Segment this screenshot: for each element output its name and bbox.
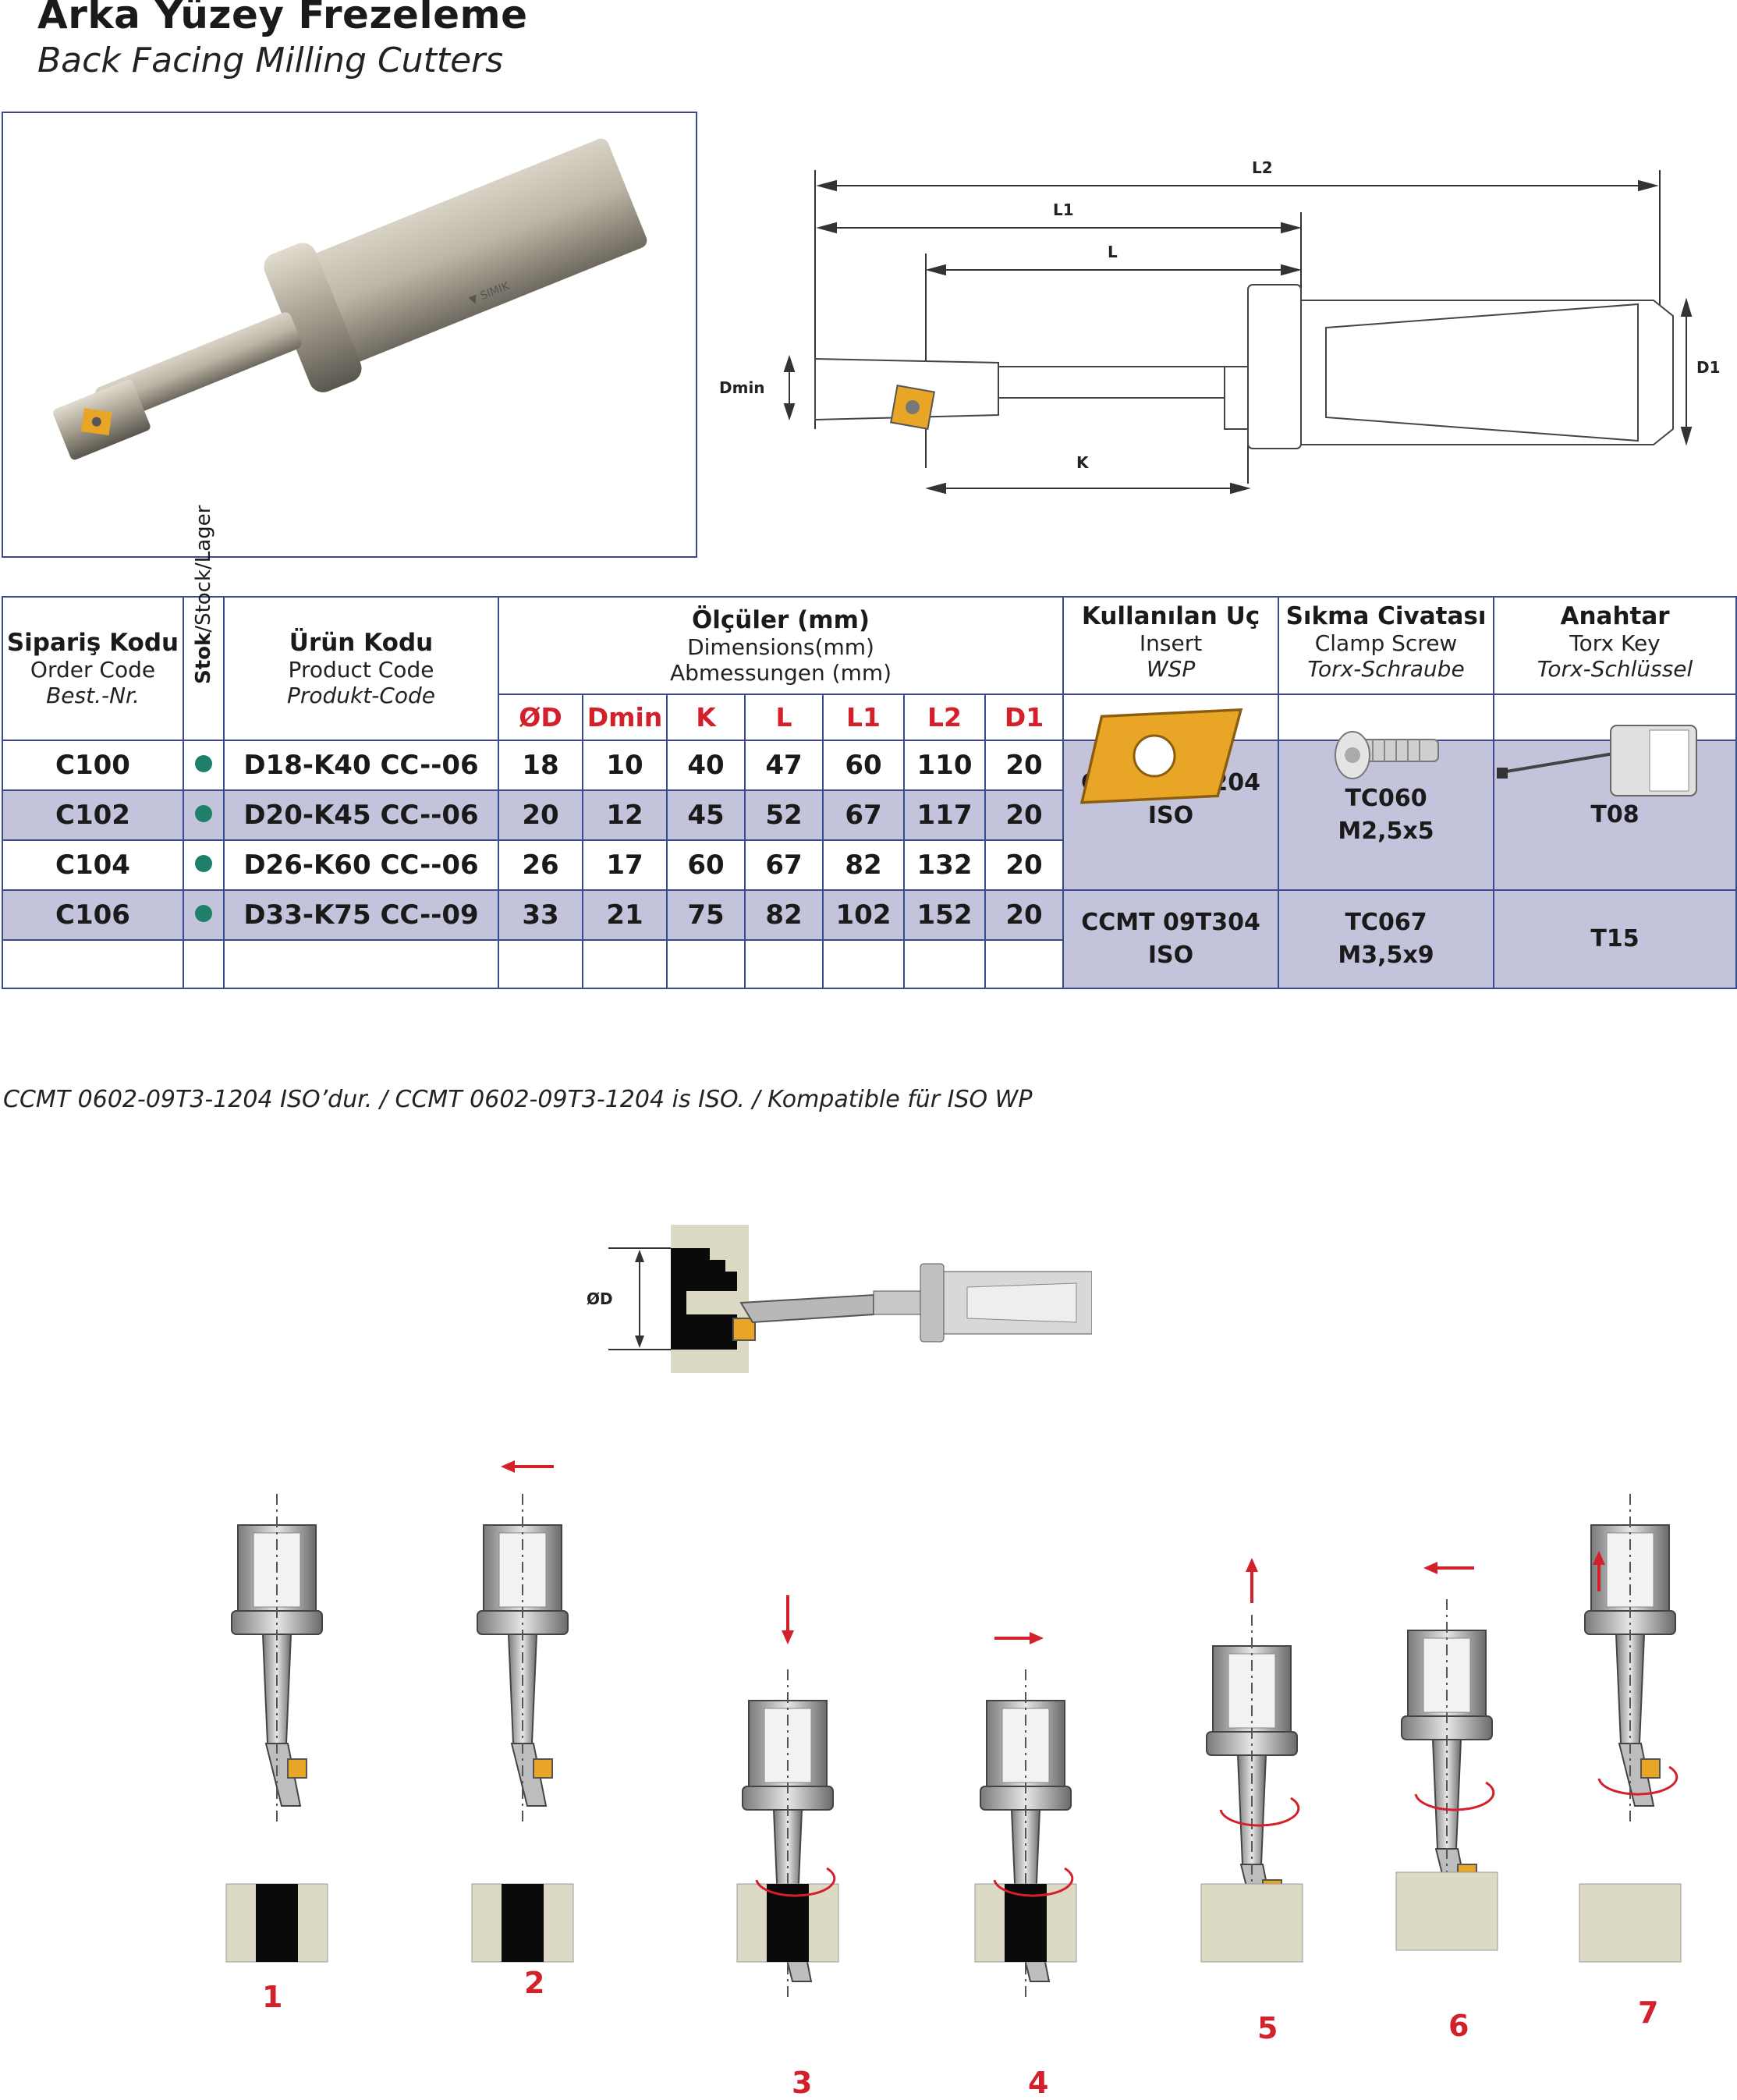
footnote: CCMT 0602-09T3-1204 ISO’dur. / CCMT 0602… [3, 1086, 1033, 1113]
page-subtitle: Back Facing Milling Cutters [37, 41, 504, 80]
torx-key-icon [1497, 725, 1697, 796]
header-dimensions: Ölçüler (mm) Dimensions(mm) Abmessungen … [497, 596, 1065, 695]
spec-table: Sipariş Kodu Order Code Best.-Nr. Stok/S… [2, 505, 1737, 989]
table-row: C106 D33-K75 CC--09 33 21 75 82 102 152 … [2, 889, 1737, 989]
insert-icon [1079, 708, 1243, 804]
page-title: Arka Yüzey Frezeleme [37, 0, 528, 37]
screw-image [1278, 693, 1495, 741]
header-clamp-screw: Sıkma Civatası Clamp Screw Torx-Schraube [1278, 596, 1495, 695]
dim-header-l1: L1 [822, 693, 905, 741]
dim-header-l2: L2 [903, 693, 986, 741]
insert-image [1062, 645, 1280, 693]
table-row: C104 D26-K60 CC--06 26 17 60 67 82 132 2… [2, 839, 1736, 891]
step-number-7: 7 [1638, 1995, 1659, 2030]
step-number-4: 4 [1028, 2066, 1049, 2100]
dim-header-k: K [666, 693, 746, 741]
technical-drawing: L2 L1 L Dmin K D1 [719, 158, 1721, 495]
stock-dot [195, 905, 212, 922]
dim-header-l: L [744, 693, 824, 741]
header-order-code: Sipariş Kodu Order Code Best.-Nr. [2, 596, 184, 741]
header-torx-key: Anahtar Torx Key Torx-Schlüssel [1493, 596, 1737, 695]
label-d1: D1 [1696, 358, 1721, 377]
clamp-screw-icon [1335, 731, 1439, 779]
key-group-2: T15 [1493, 889, 1737, 989]
step-number-1: 1 [262, 1980, 283, 2014]
dim-header-od: ØD [498, 693, 583, 741]
stock-dot [195, 805, 212, 822]
label-k: K [1076, 453, 1090, 472]
label-l2: L2 [1252, 158, 1273, 177]
step-number-2: 2 [524, 1966, 545, 2000]
setup-diagram: ØD [587, 1225, 1092, 1373]
stock-dot [195, 855, 212, 872]
label-l: L [1108, 243, 1118, 261]
od-label: ØD [587, 1289, 613, 1308]
operation-steps-diagram [225, 1460, 1682, 1998]
dim-header-d1: D1 [984, 693, 1065, 741]
step-number-5: 5 [1257, 2011, 1278, 2045]
product-photo: ▼ SIMIK [2, 112, 697, 558]
header-product-code: Ürün Kodu Product Code Produkt-Code [223, 596, 499, 741]
dim-header-dmin: Dmin [582, 693, 668, 741]
header-stock: Stok/Stock/Lager [183, 505, 225, 741]
table-row: C100 D18-K40 CC--06 18 10 40 47 60 110 2… [2, 740, 1737, 891]
step-number-3: 3 [792, 2066, 813, 2100]
label-dmin: Dmin [719, 378, 765, 397]
label-l1: L1 [1053, 200, 1074, 219]
step-number-6: 6 [1448, 2009, 1469, 2043]
stock-dot [195, 755, 212, 772]
table-row-empty [2, 939, 1736, 989]
table-row: C102 D20-K45 CC--06 20 12 45 52 67 117 2… [2, 789, 1736, 841]
